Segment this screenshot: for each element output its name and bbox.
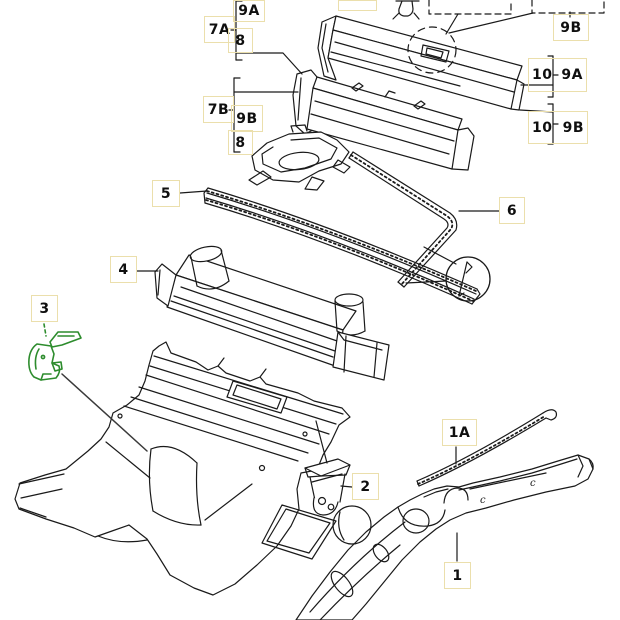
upper-lock-panel-drawing: [318, 16, 524, 110]
callout-9b-left[interactable]: 9B: [231, 105, 263, 132]
callout-qty: 10: [532, 67, 553, 83]
callout-label: 3: [39, 300, 50, 317]
clip-detail-circle: [406, 247, 491, 302]
rear-seal-drawing: [349, 152, 457, 287]
callout-10-9a[interactable]: 10 9A: [528, 58, 587, 92]
callout-label: 9B: [560, 19, 582, 36]
callout-partial-top[interactable]: [338, 0, 377, 11]
callout-9a-upper[interactable]: 9A: [233, 0, 265, 22]
callout-label: 4: [118, 261, 129, 278]
front-seal-strip-drawing: [204, 188, 480, 304]
lower-lock-panel-drawing: [293, 70, 474, 170]
callout-label: 9B: [236, 110, 258, 127]
small-bracket-drawing: [305, 459, 350, 515]
highlighted-bracket-part[interactable]: [29, 324, 81, 380]
callout-5[interactable]: 5: [152, 180, 180, 207]
callout-7b[interactable]: 7B: [203, 96, 234, 123]
sill-strip-drawing: [417, 410, 556, 486]
callout-label: 8: [235, 32, 246, 49]
callout-2[interactable]: 2: [352, 473, 379, 500]
callout-label: 1A: [448, 424, 471, 441]
callout-label: 2: [360, 478, 371, 495]
callout-10-9b[interactable]: 10 9B: [528, 111, 588, 144]
callout-6[interactable]: 6: [499, 197, 525, 224]
callout-4[interactable]: 4: [110, 256, 137, 283]
dashed-reference-boxes: [429, 0, 604, 34]
callout-ref: 9A: [561, 67, 583, 83]
callout-9b-top-right[interactable]: 9B: [553, 14, 589, 41]
callout-3[interactable]: 3: [31, 295, 58, 322]
stamped-mark-c-left: c: [480, 495, 486, 506]
callout-label: 7B: [207, 101, 230, 118]
callout-8-lower[interactable]: 8: [228, 130, 253, 155]
callout-label: 7A: [208, 21, 231, 38]
callout-bracket-10-9a: [521, 56, 558, 97]
callout-8-upper[interactable]: 8: [228, 28, 253, 53]
callout-ref: 9B: [562, 119, 584, 136]
callout-label: 1: [452, 567, 463, 584]
floor-pan-drawing: [15, 342, 350, 595]
leader-lines: [62, 191, 499, 561]
callout-label: 6: [506, 202, 518, 219]
clip-part-top-icon: [393, 1, 419, 19]
mounting-plate-drawing: [249, 125, 350, 190]
callout-bracket-7a: [231, 1, 302, 74]
callout-1a[interactable]: 1A: [442, 419, 477, 446]
callout-1[interactable]: 1: [444, 562, 471, 589]
callout-qty: 10: [532, 119, 553, 136]
crossmember-drawing: [155, 245, 389, 380]
callout-7a[interactable]: 7A: [204, 16, 235, 43]
callout-label: 8: [235, 134, 246, 151]
side-member-drawing: c c: [296, 455, 593, 620]
callout-label: 5: [160, 185, 172, 202]
callout-label: 9A: [238, 3, 260, 19]
stamped-mark-c-right: c: [530, 478, 536, 489]
